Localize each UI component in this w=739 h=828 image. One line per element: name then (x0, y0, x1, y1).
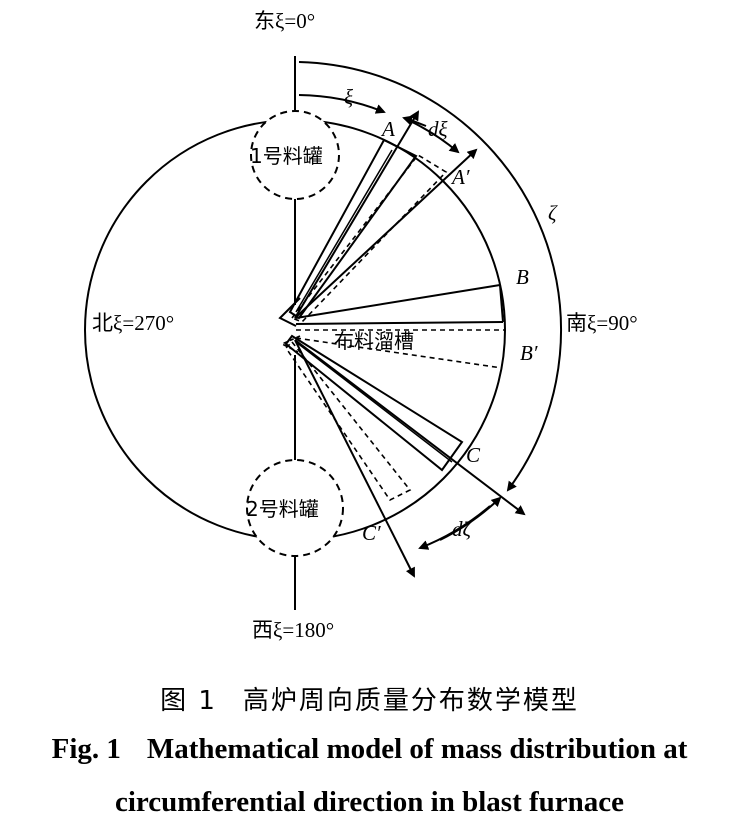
label-dxi: dξ (428, 117, 448, 141)
label-A: A (380, 117, 395, 141)
caption-cn-title: 高炉周向质量分布数学模型 (242, 686, 579, 716)
label-B: B (516, 265, 529, 289)
chute-B-upper (295, 284, 501, 319)
label-north: 北ξ=270° (92, 311, 174, 335)
label-B-prime: B′ (520, 341, 538, 365)
chute-pivot (278, 297, 301, 327)
label-south: 南ξ=90° (566, 311, 638, 335)
arc-dxi-back (402, 115, 427, 127)
radius-arrow-A (294, 110, 420, 319)
label-xi: ξ (344, 85, 353, 109)
chute-C-inner (295, 341, 453, 463)
chute-C (284, 334, 464, 472)
tank-2-circle (246, 459, 344, 557)
caption-cn-label: 图 1 (160, 686, 217, 716)
label-A-prime: A′ (450, 165, 470, 189)
chute-A-prime (290, 153, 448, 323)
caption-en-line2: circumferential direction in blast furna… (114, 786, 625, 818)
label-chute: 布料溜槽 (334, 329, 414, 353)
label-tank-2: 2号料罐 (246, 497, 319, 521)
chute-B-lower (295, 321, 504, 325)
label-east: 东ξ=0° (254, 9, 315, 33)
label-tank-1: 1号料罐 (250, 144, 323, 168)
tank-1-circle (250, 110, 340, 200)
label-C-prime: C′ (362, 521, 381, 545)
arc-dzeta-back (439, 496, 502, 541)
caption-english-line-2: circumferential direction in blast furna… (0, 786, 739, 819)
caption-en-label: Fig. 1 (51, 733, 121, 765)
caption-chinese: 图 1 高炉周向质量分布数学模型 (0, 680, 739, 717)
chute-A-inner (295, 149, 393, 313)
label-dzeta: dζ (452, 517, 473, 541)
chute-C-prime (284, 340, 412, 502)
chute-B-end (499, 284, 504, 323)
caption-english-line-1: Fig. 1 Mathematical model of mass distrib… (0, 733, 739, 766)
label-C: C (466, 443, 481, 467)
arc-xi (298, 94, 386, 114)
chute-pivot-dashed (280, 335, 301, 353)
label-zeta: ζ (548, 201, 558, 225)
diagram-figure: 东ξ=0° 南ξ=90° 西ξ=180° 北ξ=270° ξ dξ ζ dζ A… (84, 9, 638, 642)
radius-arrow-C (294, 339, 526, 516)
radius-arrow-A-prime (294, 148, 478, 319)
chute-B-prime-lower (295, 337, 503, 369)
caption-en-line1: Mathematical model of mass distribution … (146, 733, 688, 765)
arc-zeta (298, 61, 562, 492)
label-west: 西ξ=180° (252, 618, 334, 642)
radius-arrow-C-prime (294, 339, 415, 578)
